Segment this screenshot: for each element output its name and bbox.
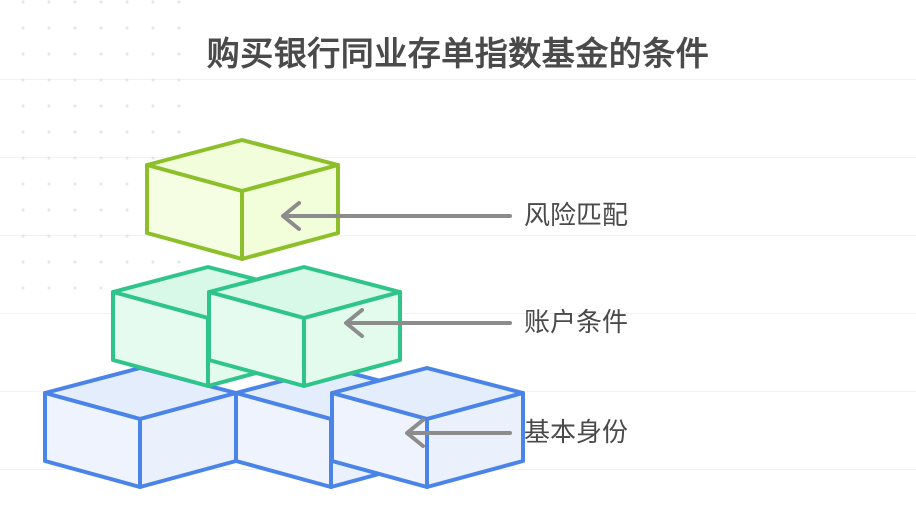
label-basic-identity: 基本身份 — [524, 417, 629, 447]
cube-risk-1 — [145, 138, 340, 261]
cube-identity-3-real — [330, 366, 525, 489]
arrow-left-icon-identity — [405, 418, 512, 448]
cube-account-1 — [111, 265, 306, 388]
cube-account-2 — [207, 265, 402, 388]
arrow-left-icon-risk — [281, 201, 512, 231]
arrow-left-icon-account — [344, 308, 512, 338]
label-account-conditions: 账户条件 — [524, 307, 629, 337]
label-risk-matching: 风险匹配 — [524, 200, 629, 230]
cube-identity-3 — [236, 368, 427, 419]
cube-identity-2 — [234, 366, 429, 489]
cube-identity-3b — [236, 368, 427, 419]
page-title: 购买银行同业存单指数基金的条件 — [206, 35, 710, 72]
cube-identity-1 — [43, 366, 238, 489]
